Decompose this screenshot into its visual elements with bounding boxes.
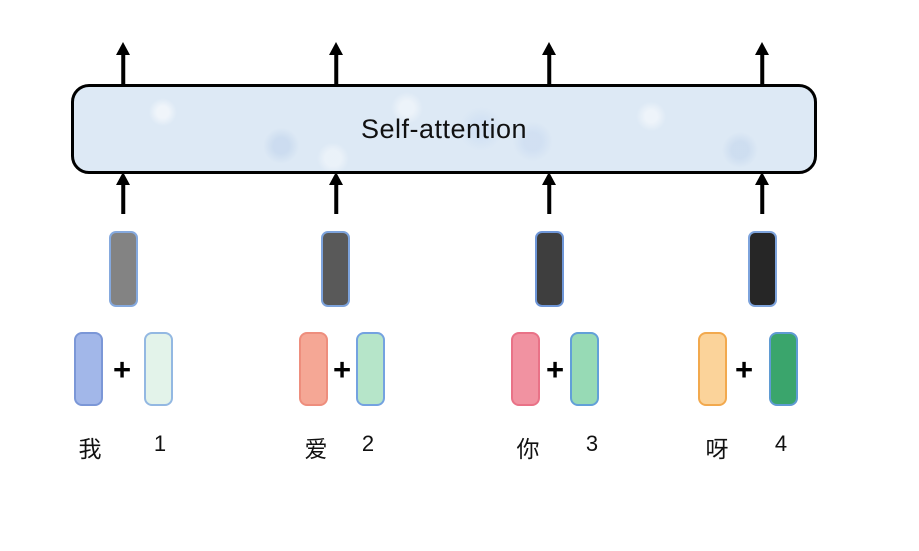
output-arrow-1 [115,42,131,84]
position-label-3: 3 [585,431,599,456]
position-label-4: 4 [774,431,788,456]
output-arrow-4 [754,42,770,84]
self-attention-box: Self-attention [71,84,817,174]
arrow-head-icon [542,172,556,185]
arrow-head-icon [329,42,343,55]
plus-operator-4: + [734,352,754,387]
arrow-head-icon [755,42,769,55]
plus-operator-1: + [112,352,132,387]
token-embedding-rect-4 [698,332,727,406]
arrow-shaft [547,53,551,84]
token-label-1: 我 [78,436,102,462]
sum-embedding-rect-3 [535,231,564,307]
arrow-head-icon [116,172,130,185]
sum-embedding-rect-4 [748,231,777,307]
token-label-4: 呀 [705,436,729,462]
input-arrow-3 [541,172,557,214]
position-embedding-rect-3 [570,332,599,406]
arrow-shaft [547,183,551,214]
token-label-2: 爱 [304,436,328,462]
arrow-shaft [334,53,338,84]
position-embedding-rect-2 [356,332,385,406]
arrow-head-icon [329,172,343,185]
arrow-shaft [121,53,125,84]
token-embedding-rect-2 [299,332,328,406]
arrow-head-icon [116,42,130,55]
output-arrow-3 [541,42,557,84]
sum-embedding-rect-2 [321,231,350,307]
position-embedding-rect-1 [144,332,173,406]
input-arrow-4 [754,172,770,214]
arrow-shaft [121,183,125,214]
position-label-2: 2 [361,431,375,456]
output-arrow-2 [328,42,344,84]
self-attention-label: Self-attention [360,113,528,144]
arrow-head-icon [755,172,769,185]
input-arrow-1 [115,172,131,214]
arrow-shaft [334,183,338,214]
token-embedding-rect-1 [74,332,103,406]
plus-operator-3: + [545,352,565,387]
plus-operator-2: + [332,352,352,387]
token-label-3: 你 [516,436,540,462]
arrow-shaft [760,53,764,84]
input-arrow-2 [328,172,344,214]
position-label-1: 1 [153,431,167,456]
arrow-head-icon [542,42,556,55]
sum-embedding-rect-1 [109,231,138,307]
token-embedding-rect-3 [511,332,540,406]
arrow-shaft [760,183,764,214]
position-embedding-rect-4 [769,332,798,406]
